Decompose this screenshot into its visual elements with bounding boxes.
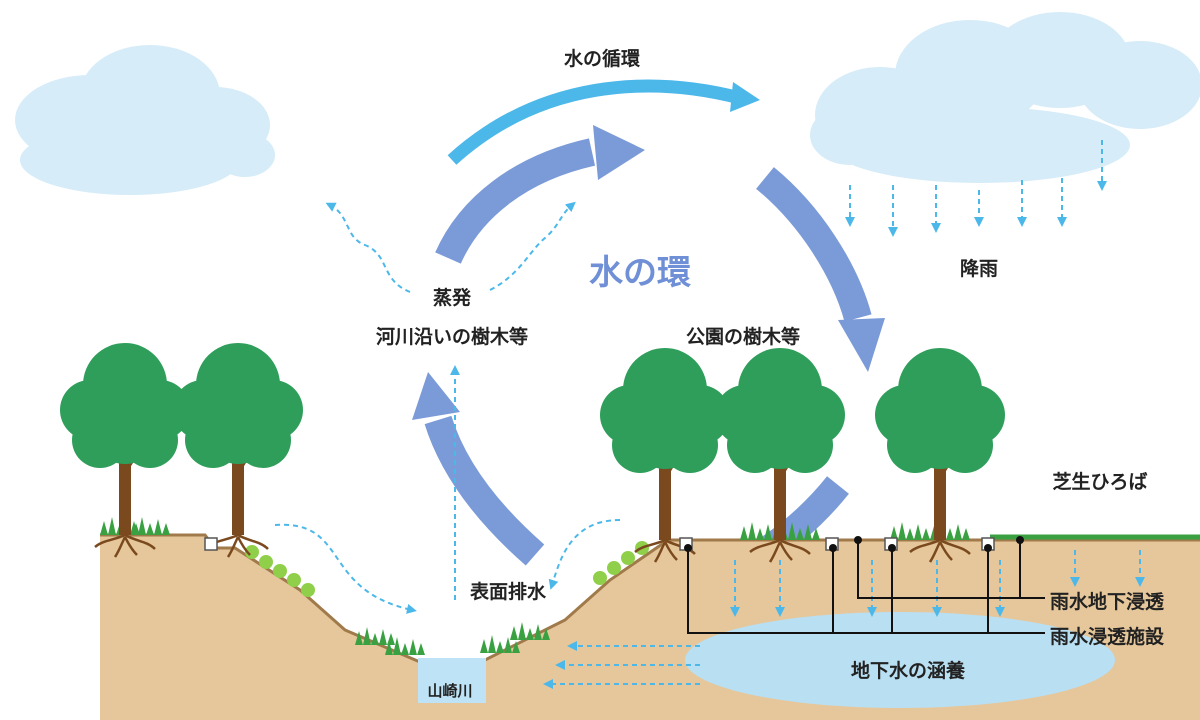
park-trees-label: 公園の樹木等 (685, 326, 801, 348)
leader-lines (687, 540, 1045, 634)
riverside-trees-label: 河川沿いの樹木等 (375, 326, 529, 348)
water-cycle-label: 水の循環 (563, 48, 641, 70)
cloud-left (15, 45, 275, 195)
yamazaki-river-label: 山崎川 (427, 682, 473, 700)
surface-flow-arrows (274, 519, 621, 614)
surface-drainage-label: 表面排水 (469, 581, 547, 603)
infiltration-facilities (204, 537, 995, 551)
lawn-plaza-label: 芝生ひろば (1052, 471, 1148, 493)
cloud-right (810, 12, 1200, 183)
evaporation-label: 蒸発 (432, 287, 472, 309)
riverbank-bushes (245, 541, 649, 597)
rainfall-label: 降雨 (959, 258, 999, 280)
groundwater-pool (685, 612, 1115, 708)
water-ring-label: 水の環 (589, 253, 691, 293)
yamazaki-river (418, 658, 486, 703)
rain-arrows (845, 140, 1107, 237)
groundwater-recharge-label: 地下水の涵養 (850, 660, 966, 682)
evaporation-arrows (325, 201, 576, 600)
leader-dots (684, 536, 1024, 552)
water-cycle-arrow (447, 79, 760, 165)
groundwater-to-river-arrows (543, 641, 700, 689)
rain-underground-infiltration-label: 雨水地下浸透 (1050, 591, 1165, 613)
rain-infiltration-facility-label: 雨水浸透施設 (1050, 626, 1165, 648)
trees (60, 343, 1005, 562)
